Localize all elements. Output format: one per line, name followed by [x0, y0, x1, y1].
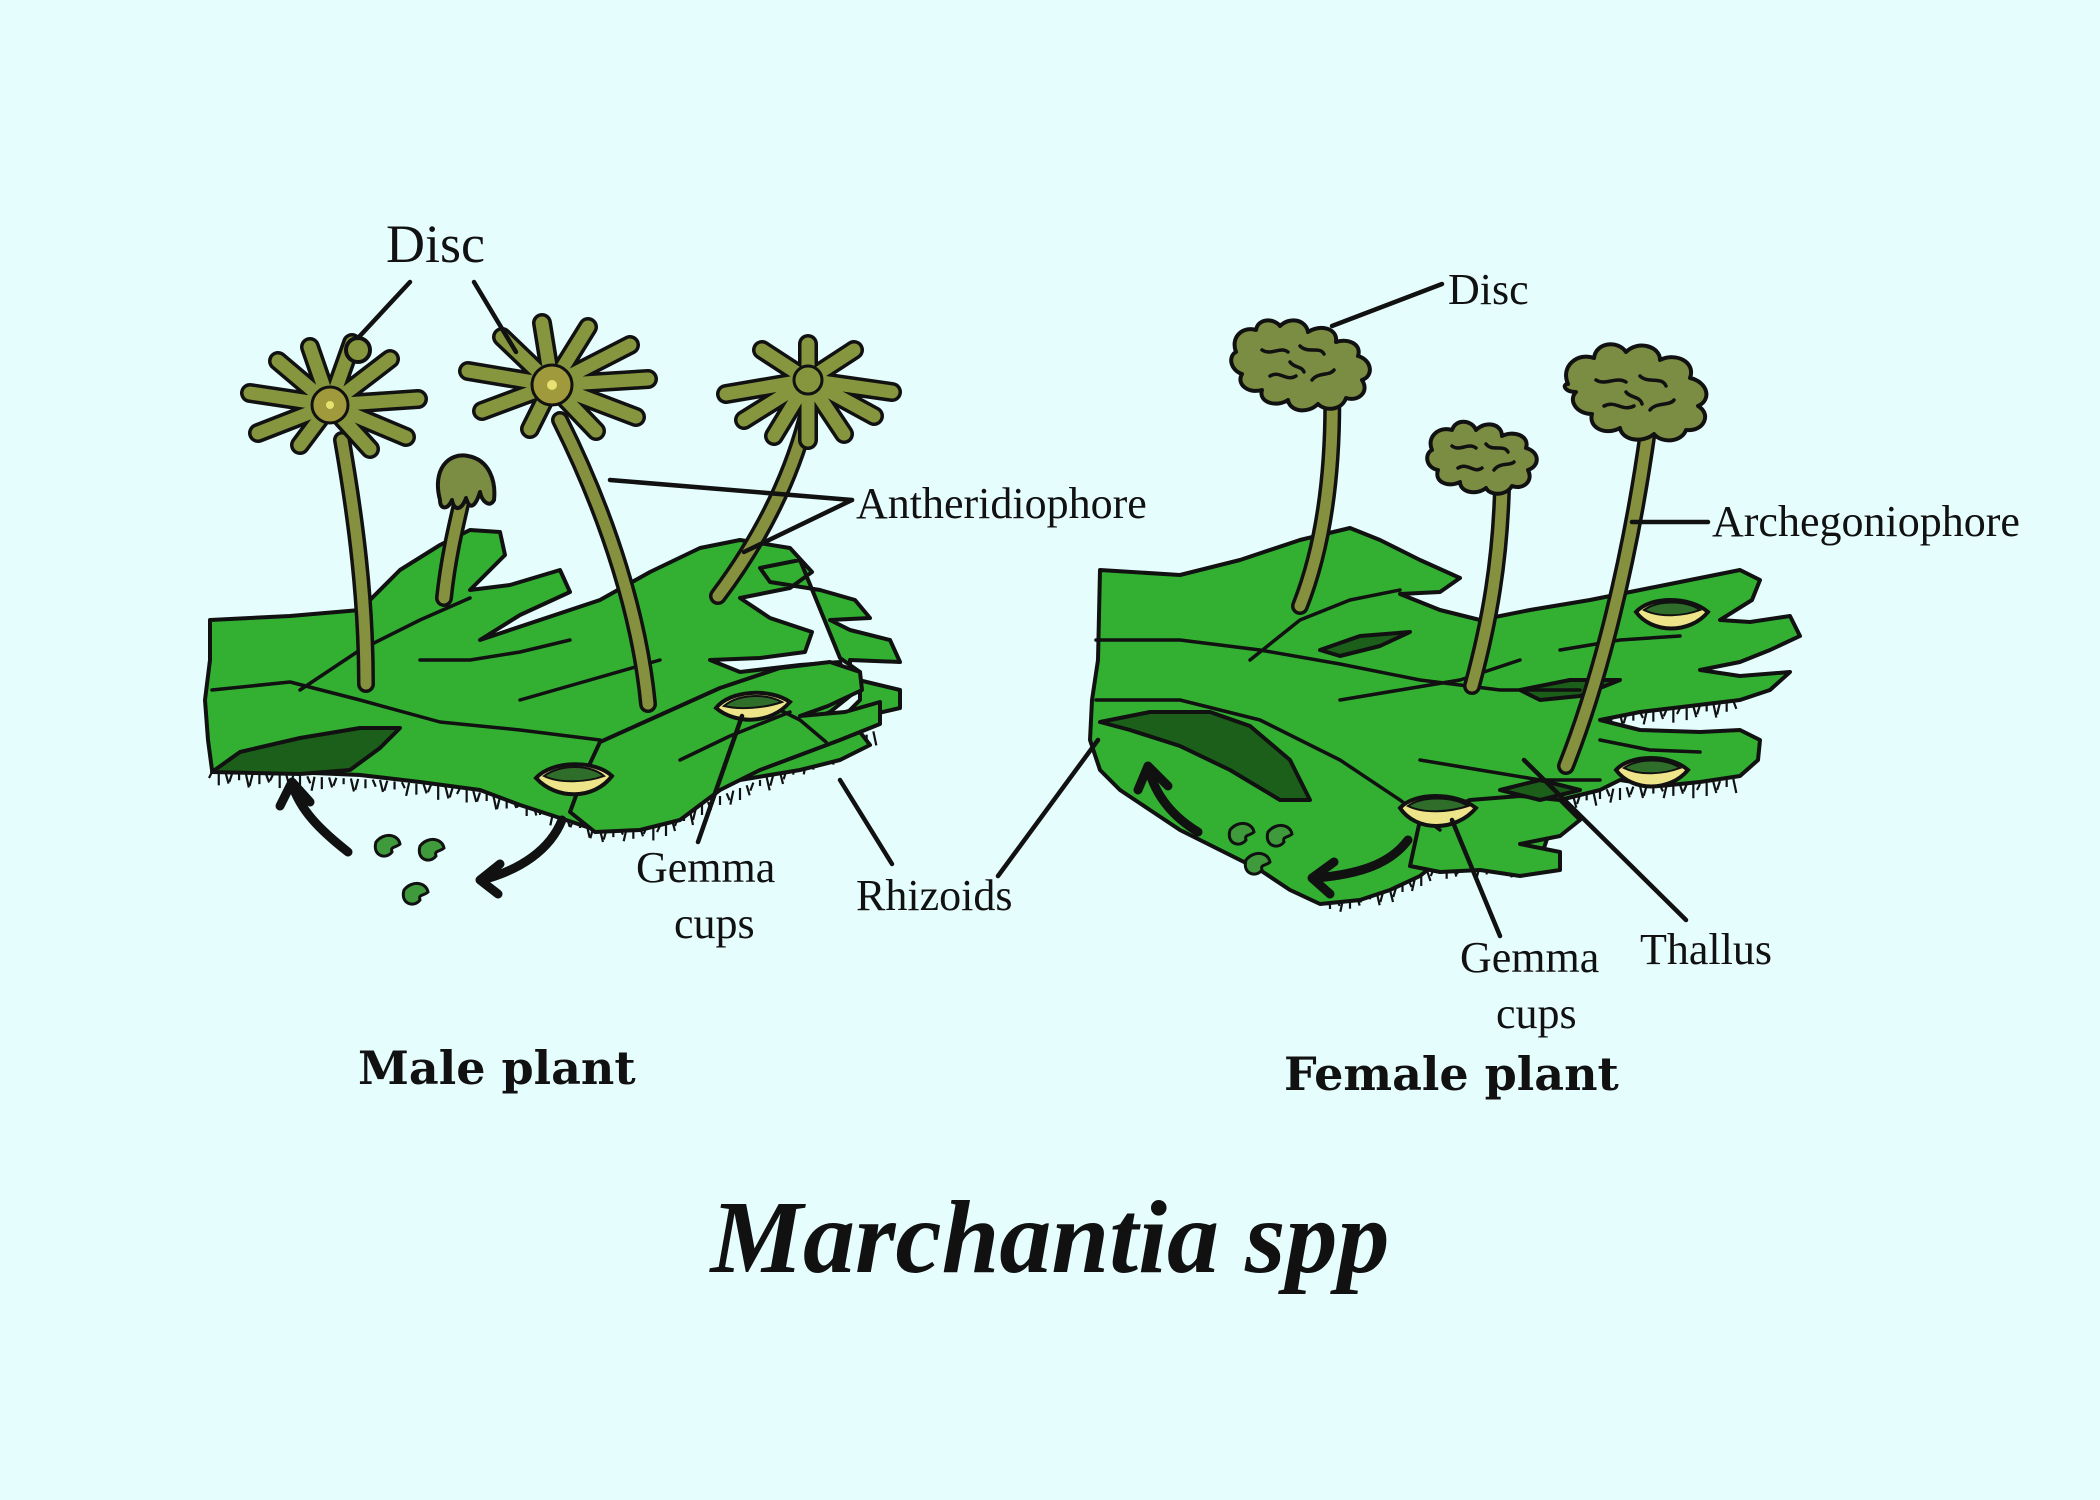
- male-gemmae: [373, 834, 446, 906]
- female-disc-3: [1562, 342, 1709, 443]
- male-vein: [678, 710, 792, 762]
- female-vein: [1598, 738, 1702, 754]
- female-gemma-cup-3: [1397, 794, 1479, 828]
- female-gemma-cup-1: [1633, 598, 1711, 631]
- male-vein: [210, 680, 602, 742]
- male-disc-bud: [344, 336, 372, 364]
- male-plant: [203, 313, 902, 906]
- diagram-title: Marchantia spp: [708, 1180, 1389, 1295]
- female-stalk-2-fill: [1466, 482, 1508, 692]
- female-thallus: [1088, 526, 1802, 906]
- female-disc-1-texture: [1260, 344, 1336, 382]
- male-disc-young: [436, 453, 497, 510]
- female-disc-label: Disc: [1448, 265, 1529, 314]
- male-arrow-left-head: [275, 777, 315, 811]
- female-thallus-underside: [1098, 710, 1312, 802]
- female-stalk-3-fill: [1560, 424, 1654, 772]
- female-disc-2-texture: [1450, 442, 1516, 472]
- female-plant-caption: Female plant: [1284, 1047, 1620, 1101]
- female-arrow-left: [1143, 763, 1203, 837]
- male-disc-label: Disc: [386, 214, 485, 274]
- female-plant: [1088, 318, 1802, 913]
- female-vein: [1338, 658, 1522, 702]
- archegoniophore-label: Archegoniophore: [1712, 497, 2020, 546]
- male-gemma-cup-2: [533, 762, 615, 797]
- male-stalk-3-fill: [554, 414, 654, 710]
- male-vein: [418, 638, 572, 662]
- male-vein: [298, 596, 472, 692]
- female-gemma-cups-label-line1: Gemma: [1460, 933, 1599, 982]
- female-gemmae: [1227, 822, 1294, 876]
- female-disc-2: [1425, 419, 1539, 496]
- male-disc-2: [458, 313, 658, 441]
- male-gemma-cup-1: [713, 690, 793, 722]
- female-thallus-underside-2: [1318, 630, 1412, 658]
- male-stalk-1-fill: [336, 434, 372, 690]
- female-gemma-cups-label-line2: cups: [1496, 989, 1577, 1038]
- antheridiophore-label: Antheridiophore: [856, 479, 1147, 528]
- female-gemma-cup-2: [1613, 756, 1691, 789]
- thallus-label: Thallus: [1640, 925, 1772, 974]
- pointer-lines: [355, 279, 1711, 939]
- female-arrow-right: [1311, 835, 1413, 883]
- male-gemma-cups-label-line1: Gemma: [636, 843, 775, 892]
- male-gemma-cups-label-line2: cups: [674, 899, 755, 948]
- male-disc-3: [716, 334, 902, 450]
- female-vein: [1248, 588, 1402, 662]
- female-arrow-left-head: [1133, 761, 1173, 795]
- female-arrow-right-head: [1307, 857, 1339, 899]
- female-vein: [1094, 638, 1582, 692]
- male-arrow-right: [477, 815, 567, 885]
- female-disc-1: [1229, 318, 1372, 413]
- male-thallus-underside: [210, 726, 402, 776]
- male-plant-caption: Male plant: [358, 1041, 636, 1095]
- female-disc-3-texture: [1594, 374, 1676, 412]
- female-vein: [1418, 758, 1602, 782]
- male-disc-1: [240, 333, 428, 459]
- female-vein: [1558, 634, 1682, 652]
- male-thallus-lobe: [568, 660, 882, 834]
- male-arrow-right-head: [475, 859, 505, 899]
- rhizoids-label: Rhizoids: [856, 871, 1012, 920]
